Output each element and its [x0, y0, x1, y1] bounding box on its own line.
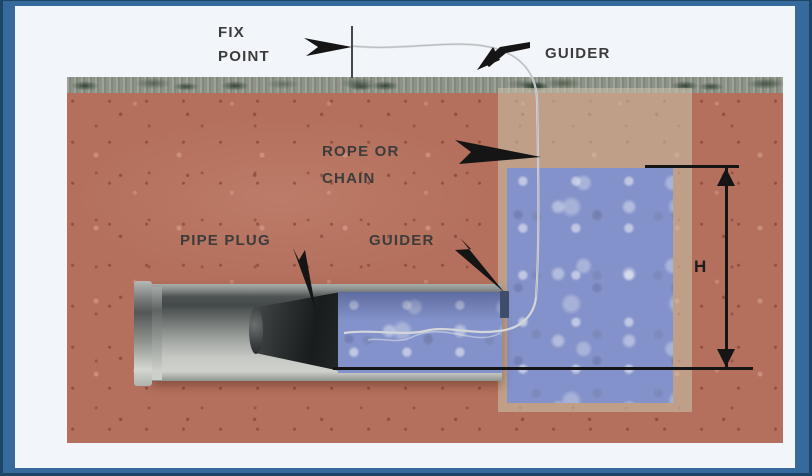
fix-point-post	[351, 26, 353, 78]
pipe-plug-end-cap	[249, 307, 263, 354]
fix-point-label-line1: FIX	[218, 24, 245, 41]
arrowhead-up-icon	[717, 168, 735, 186]
pipe-flange	[134, 281, 152, 386]
height-measure-vertical-line	[725, 165, 728, 370]
height-label: H	[694, 257, 708, 276]
rope-label-line1: ROPE OR	[322, 143, 400, 160]
rope-or-chain-label: ROPE OR CHAIN	[322, 138, 400, 192]
pipe-water	[338, 292, 502, 373]
guider-top-label: GUIDER	[545, 45, 611, 62]
arrowhead-down-icon	[717, 349, 735, 367]
guider-mid-label: GUIDER	[369, 232, 435, 249]
pipe-flange-lip	[152, 287, 162, 380]
fix-point-label-line2: POINT	[218, 48, 270, 65]
pipe-plug-label: PIPE PLUG	[180, 232, 271, 249]
height-measure-bottom-line	[333, 367, 753, 370]
fix-point-label: FIX POINT	[218, 21, 270, 69]
rope-label-line2: CHAIN	[322, 170, 376, 187]
guider-block	[500, 291, 509, 318]
height-measure-top-line	[645, 165, 739, 168]
